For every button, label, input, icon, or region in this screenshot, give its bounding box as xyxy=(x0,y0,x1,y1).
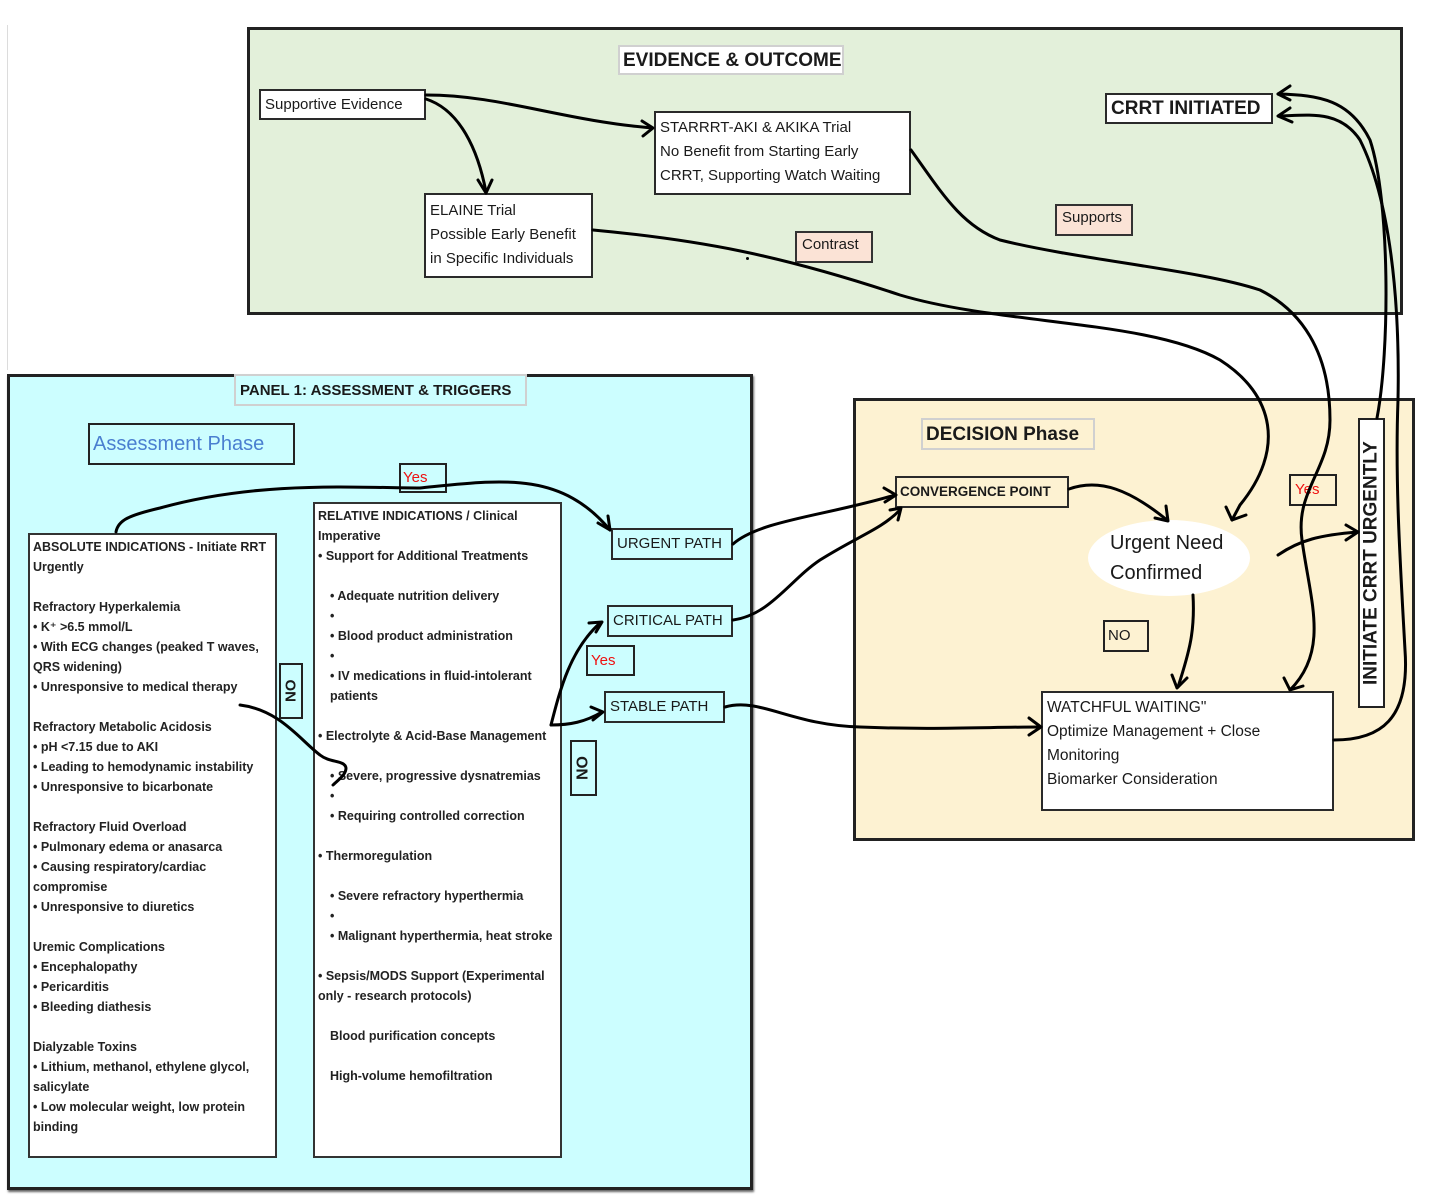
absolute-group-title: Refractory Fluid Overload xyxy=(33,820,187,834)
relative-section-title: • Thermoregulation xyxy=(318,849,433,863)
watchful-line-4: Biomarker Consideration xyxy=(1047,771,1218,788)
watchful-line-1: WATCHFUL WAITING" xyxy=(1047,699,1207,716)
crrt-initiated-box: CRRT INITIATED xyxy=(1105,93,1273,124)
absolute-item: • Pericarditis xyxy=(33,980,109,994)
urgent-need-line-2: Confirmed xyxy=(1110,562,1203,584)
relative-item: • Blood product administration xyxy=(330,629,513,643)
starrrt-line-3: CRRT, Supporting Watch Waiting xyxy=(660,167,881,184)
relative-item: High-volume hemofiltration xyxy=(330,1069,493,1083)
relative-item: • xyxy=(330,649,335,663)
absolute-group-title: Refractory Metabolic Acidosis xyxy=(33,720,212,734)
supportive-evidence-box: Supportive Evidence xyxy=(259,89,426,120)
yes-label-decision: Yes xyxy=(1289,474,1337,506)
assessment-panel-title: PANEL 1: ASSESSMENT & TRIGGERS xyxy=(234,374,527,406)
assessment-phase-label: Assessment Phase xyxy=(88,423,295,465)
absolute-item: • Leading to hemodynamic instability xyxy=(33,760,254,774)
absolute-item: • Lithium, methanol, ethylene glycol, sa… xyxy=(33,1060,250,1094)
absolute-item: • pH <7.15 due to AKI xyxy=(33,740,159,754)
elaine-line-2: Possible Early Benefit xyxy=(430,226,576,243)
urgent-need-line-1: Urgent Need xyxy=(1110,532,1224,554)
relative-heading: RELATIVE INDICATIONS / Clinical Imperati… xyxy=(318,509,518,543)
evidence-panel-title: EVIDENCE & OUTCOME xyxy=(618,45,844,75)
absolute-item: • Unresponsive to diuretics xyxy=(33,900,195,914)
relative-item: • xyxy=(330,909,335,923)
decision-phase-title: DECISION Phase xyxy=(921,418,1095,450)
urgent-need-confirmed-node: Urgent Need Confirmed xyxy=(1088,520,1250,596)
relative-item: • Adequate nutrition delivery xyxy=(330,589,500,603)
relative-item: Blood purification concepts xyxy=(330,1029,496,1043)
yes-label-urgent: Yes xyxy=(399,463,447,493)
relative-item: • Severe, progressive dysnatremias xyxy=(330,769,541,783)
relative-item: • xyxy=(330,789,335,803)
watchful-line-2: Optimize Management + Close xyxy=(1047,723,1261,740)
starrrt-line-1: STARRRT-AKI & AKIKA Trial xyxy=(660,119,852,136)
absolute-item: • With ECG changes (peaked T waves, QRS … xyxy=(33,640,259,674)
watchful-line-3: Monitoring xyxy=(1047,747,1120,764)
absolute-heading: ABSOLUTE INDICATIONS - Initiate RRT Urge… xyxy=(33,540,267,574)
absolute-indications-box: ABSOLUTE INDICATIONS - Initiate RRT Urge… xyxy=(28,533,277,1158)
absolute-item: • Pulmonary edema or anasarca xyxy=(33,840,223,854)
absolute-item: • K⁺ >6.5 mmol/L xyxy=(33,620,133,634)
elaine-line-3: in Specific Individuals xyxy=(430,250,574,267)
relative-item: • Requiring controlled correction xyxy=(330,809,525,823)
watchful-waiting-box: WATCHFUL WAITING" Optimize Management + … xyxy=(1041,691,1334,811)
relative-item: • xyxy=(330,609,335,623)
no-label-stable: NO xyxy=(570,740,597,796)
relative-section-title: • Sepsis/MODS Support (Experimental only… xyxy=(318,969,545,1003)
urgent-path-box: URGENT PATH xyxy=(611,528,733,560)
absolute-item: • Bleeding diathesis xyxy=(33,1000,152,1014)
starrrt-line-2: No Benefit from Starting Early xyxy=(660,143,859,160)
stray-dot xyxy=(746,257,749,260)
critical-path-box: CRITICAL PATH xyxy=(607,605,733,637)
absolute-group-title: Uremic Complications xyxy=(33,940,165,954)
relative-section-title: • Support for Additional Treatments xyxy=(318,549,529,563)
page-edge-line xyxy=(7,25,8,370)
convergence-point-box: CONVERGENCE POINT xyxy=(895,476,1069,508)
initiate-crrt-urgently-box: INITIATE CRRT URGENTLY xyxy=(1358,418,1385,708)
absolute-item: • Causing respiratory/cardiac compromise xyxy=(33,860,207,894)
absolute-item: • Encephalopathy xyxy=(33,960,138,974)
absolute-item: • Unresponsive to bicarbonate xyxy=(33,780,214,794)
elaine-trial-box: ELAINE Trial Possible Early Benefit in S… xyxy=(424,193,593,278)
relative-item: • Severe refractory hyperthermia xyxy=(330,889,524,903)
absolute-group-title: Refractory Hyperkalemia xyxy=(33,600,181,614)
relative-section-title: • Electrolyte & Acid-Base Management xyxy=(318,729,547,743)
relative-indications-box: RELATIVE INDICATIONS / Clinical Imperati… xyxy=(313,502,562,1158)
absolute-item: • Unresponsive to medical therapy xyxy=(33,680,238,694)
relative-item: • Malignant hyperthermia, heat stroke xyxy=(330,929,553,943)
supports-label: Supports xyxy=(1055,204,1133,236)
absolute-group-title: Dialyzable Toxins xyxy=(33,1040,137,1054)
starrrt-akika-trial-box: STARRRT-AKI & AKIKA Trial No Benefit fro… xyxy=(654,111,911,195)
relative-item: • IV medications in fluid-intolerant pat… xyxy=(330,669,532,703)
elaine-line-1: ELAINE Trial xyxy=(430,202,516,219)
stable-path-box: STABLE PATH xyxy=(604,691,725,723)
yes-label-critical: Yes xyxy=(586,645,635,676)
no-label-decision: NO xyxy=(1103,620,1149,652)
contrast-label: Contrast xyxy=(795,231,873,263)
no-label-left: NO xyxy=(279,663,303,719)
absolute-item: • Low molecular weight, low protein bind… xyxy=(33,1100,246,1134)
